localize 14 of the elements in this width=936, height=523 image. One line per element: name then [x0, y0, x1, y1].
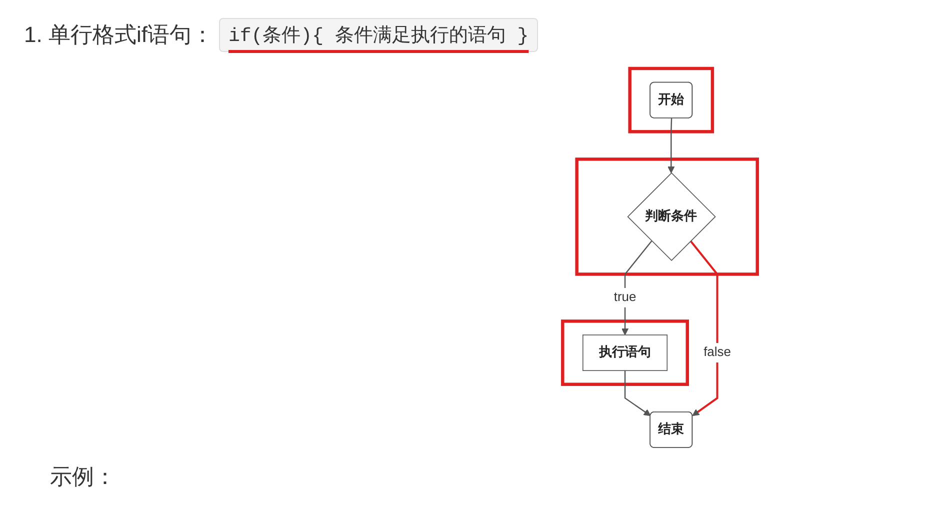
- arrow: [624, 370, 651, 416]
- cluster: [628, 66, 714, 134]
- cluster: [575, 158, 759, 276]
- arrow: [668, 118, 675, 174]
- node-diamond: 判断条件: [627, 172, 716, 261]
- arrow: [690, 240, 718, 416]
- node-box: 执行语句: [582, 334, 668, 371]
- arrow: [621, 240, 652, 336]
- edge-label: false: [704, 345, 731, 360]
- edge-label: true: [614, 290, 636, 304]
- cluster: [561, 320, 689, 386]
- section-label: 示例：: [50, 463, 116, 491]
- code-snippet: if(条件){ 条件满足执行的语句 }: [219, 18, 538, 52]
- heading: 1. 单行格式if语句：: [24, 21, 214, 49]
